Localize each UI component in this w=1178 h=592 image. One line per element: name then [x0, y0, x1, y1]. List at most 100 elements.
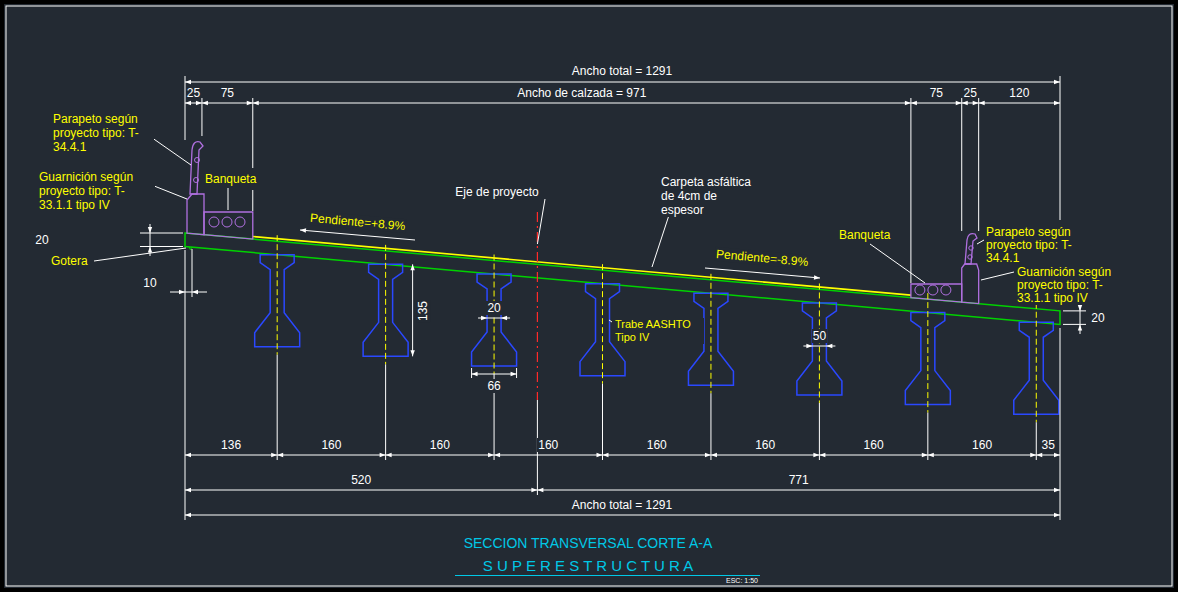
- dimension-value: 120: [1008, 86, 1030, 100]
- girder-axis: [927, 293, 928, 413]
- extension-line: [1060, 76, 1061, 220]
- extension-line: [140, 233, 183, 234]
- dimension-value: 160: [971, 438, 993, 452]
- arrowhead: [247, 101, 253, 105]
- arrowhead: [813, 453, 819, 457]
- arrowhead: [1030, 453, 1036, 457]
- dimension-line: [185, 82, 1060, 83]
- leader-line: [94, 248, 186, 261]
- extension-line: [252, 190, 253, 211]
- leader-line: [228, 188, 229, 210]
- dimension-value: 25: [186, 86, 201, 100]
- dimension-value: 20: [34, 233, 49, 247]
- arrowhead: [806, 344, 812, 348]
- callout-note: Carpeta asfáltica de 4cm de espesor: [660, 175, 762, 217]
- arrowhead: [185, 488, 191, 492]
- dimension-value: 771: [788, 473, 810, 487]
- extension-line: [385, 364, 386, 460]
- extension-line: [602, 384, 603, 460]
- dimension-value: 160: [537, 438, 559, 452]
- callout-note: Eje de proyecto: [454, 185, 539, 199]
- curb: [962, 264, 979, 304]
- arrowhead: [537, 488, 543, 492]
- rail-tube: [968, 255, 972, 259]
- arrowhead: [1054, 488, 1060, 492]
- arrowhead: [277, 453, 283, 457]
- dimension-line: [494, 455, 602, 456]
- dimension-value: 50: [812, 329, 827, 343]
- dimension-line: [412, 264, 413, 356]
- title-underline: [455, 575, 760, 576]
- arrowhead: [603, 453, 609, 457]
- dimension-value: 520: [350, 473, 372, 487]
- arrowhead: [1036, 453, 1042, 457]
- slope-arrow: [705, 268, 820, 278]
- duct: [222, 217, 232, 227]
- arrowhead: [185, 453, 191, 457]
- arrowhead: [911, 101, 917, 105]
- arrowhead: [148, 227, 152, 233]
- callout-note: Trabe AASHTO Tipo IV: [614, 318, 704, 344]
- drawing-title: SECCION TRANSVERSAL CORTE A-A: [463, 535, 714, 551]
- arrowhead: [148, 247, 152, 253]
- girder-axis: [277, 235, 278, 354]
- arrowhead: [202, 101, 208, 105]
- roadway-width-dimension: Ancho de calzada = 971: [516, 86, 647, 100]
- duct: [928, 285, 938, 295]
- overall-width-dimension: Ancho total = 1291: [571, 64, 673, 78]
- girder-axis: [385, 245, 386, 365]
- duct: [235, 217, 245, 227]
- dimension-value: 136: [220, 438, 242, 452]
- dimension-value: 25: [963, 86, 978, 100]
- dimension-value: 75: [929, 86, 944, 100]
- dimension-line: [979, 103, 1060, 104]
- duct: [915, 285, 925, 295]
- arrowhead: [814, 275, 820, 279]
- girder-axis: [602, 264, 603, 384]
- extension-line: [471, 368, 472, 378]
- dimension-value: 135: [416, 300, 430, 322]
- dimension-value: 66: [486, 379, 501, 393]
- arrowhead: [956, 101, 962, 105]
- extension-line: [961, 98, 962, 231]
- extension-line: [185, 250, 186, 520]
- extension-line: [1060, 328, 1061, 520]
- dimension-line: [928, 455, 1036, 456]
- arrowhead: [271, 453, 277, 457]
- arrowhead: [1054, 453, 1060, 457]
- arrowhead: [192, 290, 198, 294]
- dimension-value: 160: [646, 438, 668, 452]
- callout-note: Guarnición según proyecto tipo: T-33.1.1…: [1016, 266, 1133, 305]
- duct: [209, 217, 219, 227]
- dimension-line: [819, 455, 927, 456]
- arrowhead: [494, 453, 500, 457]
- arrowhead: [928, 453, 934, 457]
- arrowhead: [1078, 305, 1082, 311]
- drawing-subtitle: S U P E R E S T R U C T U R A: [482, 557, 694, 574]
- arrowhead: [410, 350, 414, 356]
- callout-note: Parapeto según proyecto tipo: T-34.4.1: [985, 226, 1087, 265]
- deck-slab: [185, 233, 1060, 324]
- dimension-value: 20: [486, 301, 501, 315]
- dimension-value: 35: [1040, 438, 1055, 452]
- arrowhead: [705, 453, 711, 457]
- arrowhead: [973, 101, 979, 105]
- arrowhead: [819, 453, 825, 457]
- dimension-line: [185, 515, 1060, 516]
- dimension-line: [537, 490, 1060, 491]
- dimension-line: [185, 490, 537, 491]
- arrowhead: [826, 344, 832, 348]
- arrowhead: [1054, 101, 1060, 105]
- parapet: [965, 234, 977, 264]
- arrowhead: [962, 101, 968, 105]
- rail-tube: [195, 158, 200, 163]
- duct: [941, 285, 951, 295]
- dimension-line: [253, 103, 911, 104]
- girder-axis: [710, 274, 711, 394]
- dimension-line: [185, 455, 277, 456]
- callout-note: Guarnición según proyecto tipo: T-33.1.1…: [38, 170, 155, 212]
- arrowhead: [410, 264, 414, 270]
- girder-axis: [819, 283, 820, 403]
- arrowhead: [185, 80, 191, 84]
